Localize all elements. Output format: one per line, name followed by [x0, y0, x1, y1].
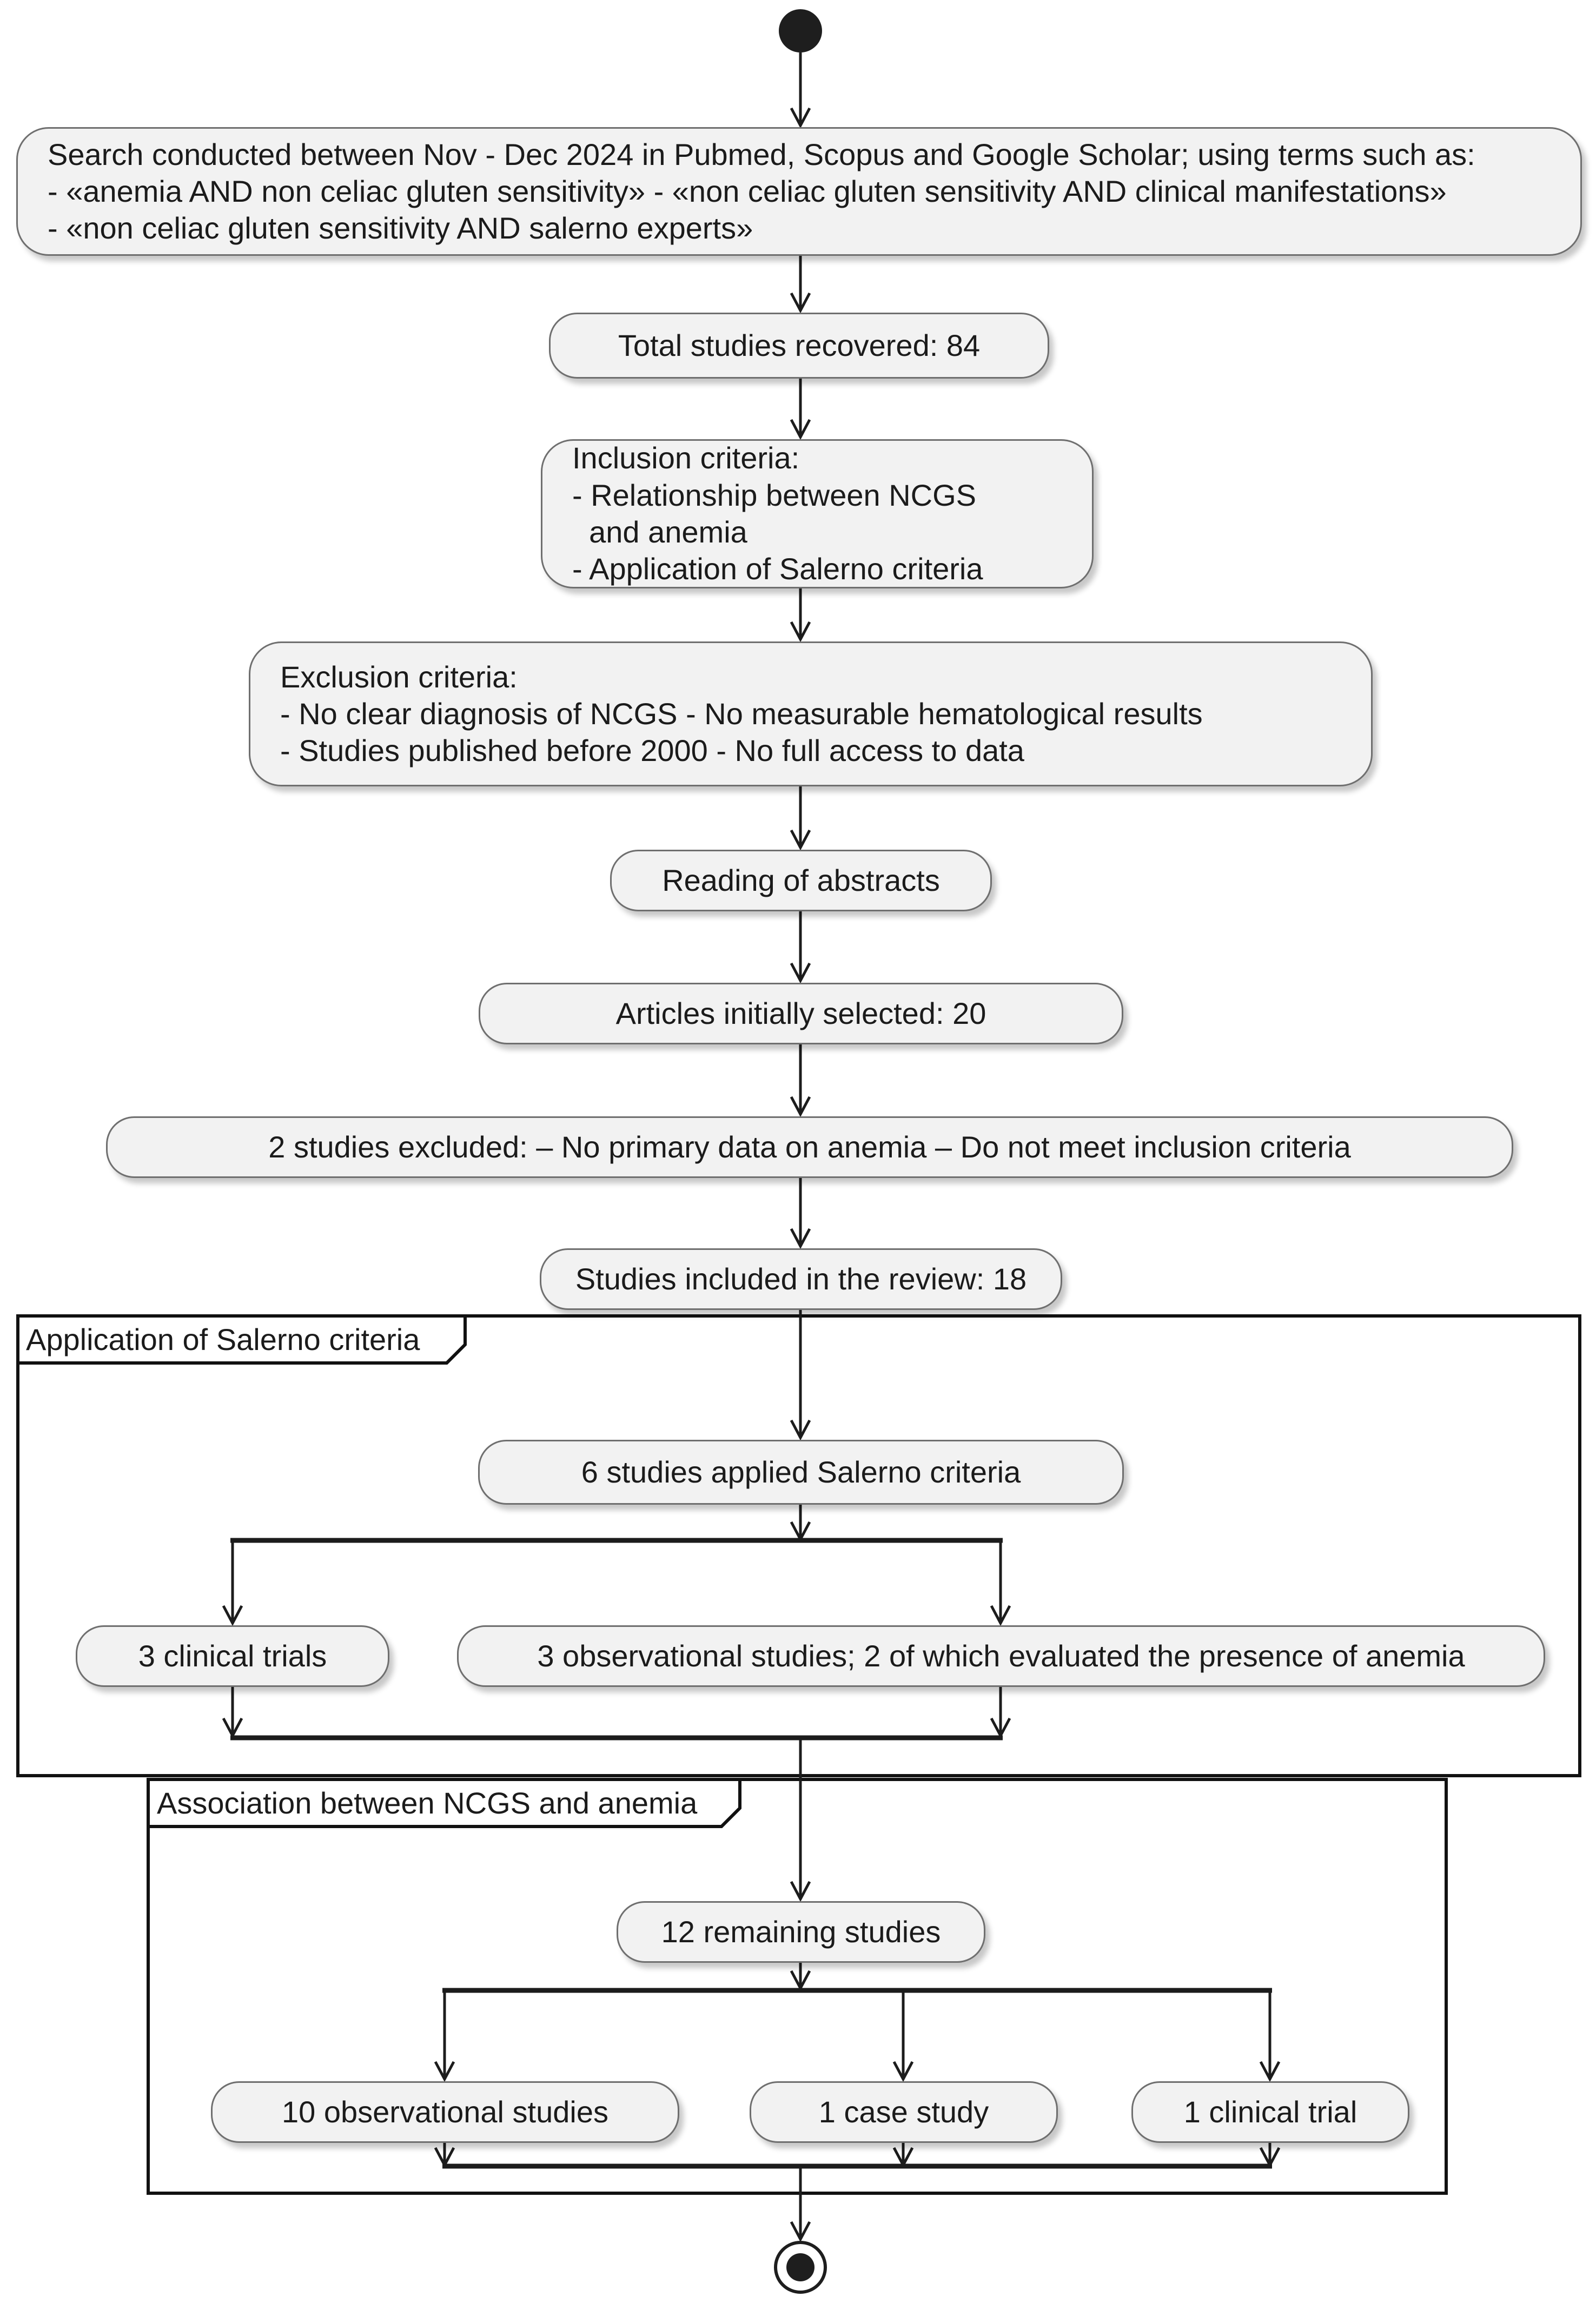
partition-label-association: Association between NCGS and anemia [157, 1785, 698, 1820]
node-search-strategy: Search conducted between Nov - Dec 2024 … [16, 127, 1582, 256]
node-initially-selected: Articles initially selected: 20 [479, 983, 1123, 1044]
partition-association-frame [147, 1778, 1448, 2195]
node-reading-abstracts: Reading of abstracts [610, 850, 992, 911]
node-total-recovered: Total studies recovered: 84 [549, 313, 1049, 379]
node-included-in-review: Studies included in the review: 18 [540, 1248, 1062, 1310]
node-salerno-applied: 6 studies applied Salerno criteria [478, 1440, 1124, 1505]
node-clinical-trial-1: 1 clinical trial [1131, 2081, 1409, 2143]
node-exclusion-criteria: Exclusion criteria: - No clear diagnosis… [249, 641, 1373, 786]
partition-salerno-frame [16, 1314, 1581, 1777]
node-remaining-12: 12 remaining studies [617, 1901, 985, 1963]
node-studies-excluded: 2 studies excluded: – No primary data on… [106, 1116, 1513, 1178]
flow-arrows [222, 52, 1281, 2242]
node-observational-3: 3 observational studies; 2 of which eval… [457, 1625, 1545, 1687]
node-case-study-1: 1 case study [750, 2081, 1058, 2143]
node-clinical-trials-3: 3 clinical trials [76, 1625, 389, 1687]
start-node [779, 9, 822, 52]
partition-association-tab [147, 1778, 741, 1828]
node-observational-10: 10 observational studies [211, 2081, 679, 2143]
end-node [774, 2241, 827, 2294]
node-inclusion-criteria: Inclusion criteria: - Relationship betwe… [541, 439, 1094, 588]
partition-label-salerno: Application of Salerno criteria [26, 1322, 420, 1356]
partition-salerno-tab [16, 1314, 467, 1365]
